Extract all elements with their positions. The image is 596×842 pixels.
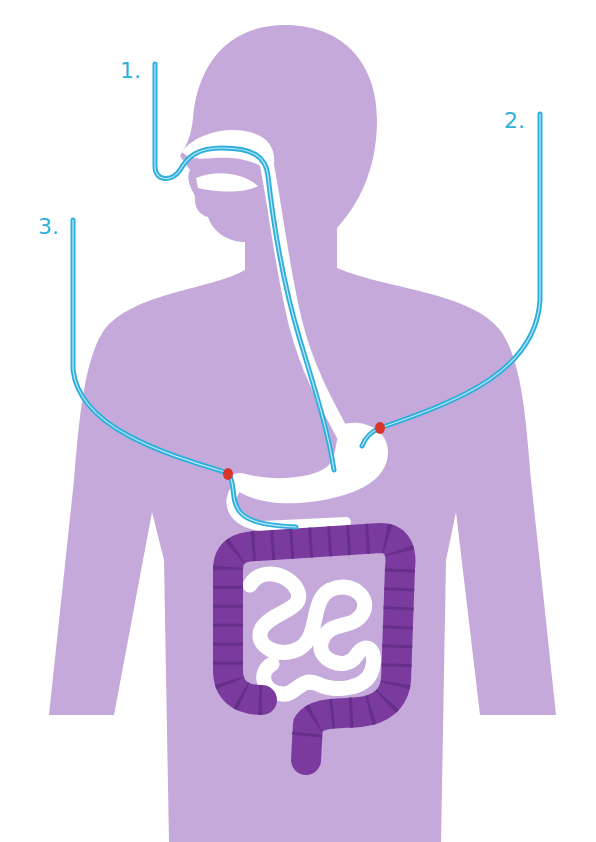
nasogastric-tube bbox=[155, 64, 334, 470]
feeding-tubes bbox=[73, 64, 540, 527]
esophagus bbox=[266, 160, 345, 438]
mouth bbox=[196, 173, 258, 191]
stoma-port bbox=[223, 468, 233, 480]
colon bbox=[228, 538, 400, 760]
callout-number: 3. bbox=[38, 216, 59, 238]
stomach bbox=[230, 423, 388, 504]
callout-number: 2. bbox=[504, 110, 525, 132]
colon-folds bbox=[228, 538, 400, 745]
callout-number: 1. bbox=[120, 60, 141, 82]
small-intestine bbox=[250, 574, 374, 694]
body-silhouette bbox=[49, 25, 556, 842]
tube-highlight bbox=[155, 64, 334, 470]
tube-highlight bbox=[362, 114, 540, 446]
tube-highlight bbox=[73, 220, 296, 527]
gastrostomy-tube bbox=[362, 114, 540, 446]
jejunostomy-tube bbox=[73, 220, 296, 527]
stoma-port bbox=[375, 422, 385, 434]
